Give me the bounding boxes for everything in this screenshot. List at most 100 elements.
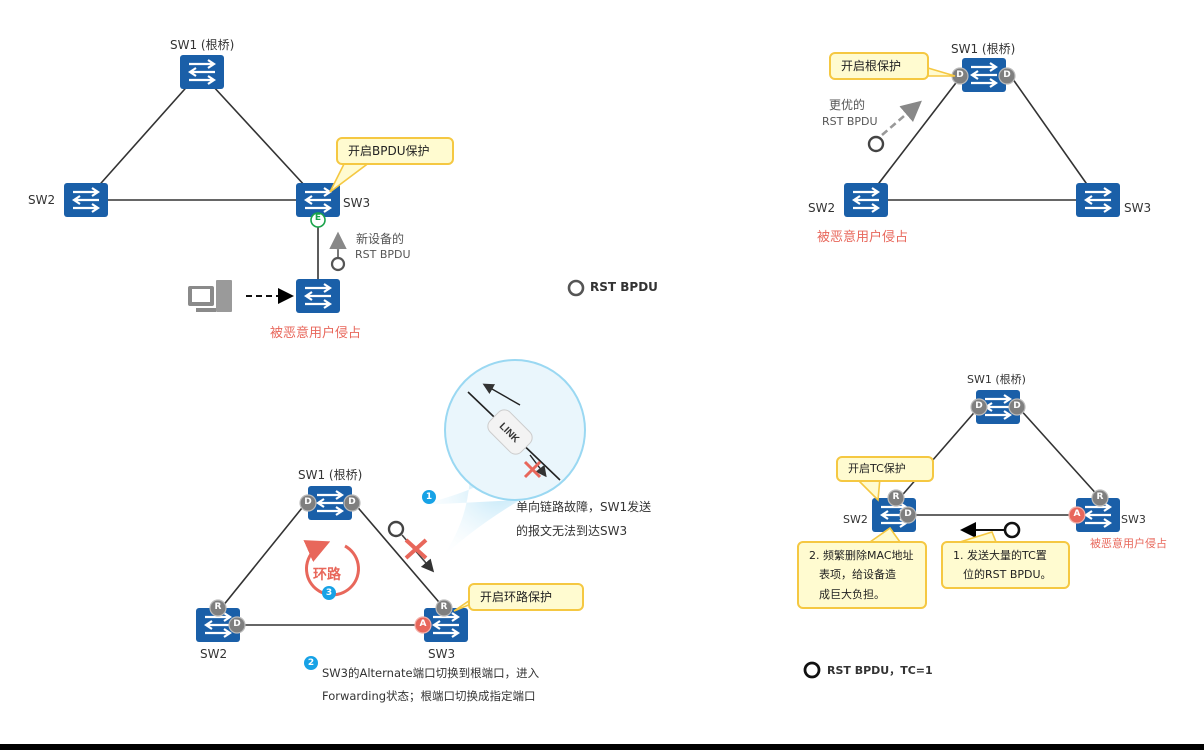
port-d-label: D	[1013, 401, 1021, 411]
sw1-label: SW1 (根桥)	[967, 373, 1026, 386]
bpdu-note-line1: 更优的	[829, 98, 866, 112]
note2-line3: 成巨大负担。	[819, 587, 885, 601]
sw1-label: SW1 (根桥)	[951, 42, 1016, 56]
port-r-label: R	[214, 602, 222, 612]
step-2-badge: 2	[304, 656, 318, 670]
port-d-icon	[998, 67, 1016, 85]
port-r-label: R	[892, 492, 900, 502]
bpdu-note-line1: 新设备的	[356, 232, 405, 246]
switch-icon-sw2	[842, 181, 890, 219]
sw3-label: SW3	[1121, 513, 1146, 526]
link-sw1-sw3	[1017, 406, 1101, 499]
port-d-icon	[343, 494, 361, 512]
note2-line2: 表项，给设备造	[819, 568, 896, 582]
port-d-label: D	[304, 497, 312, 507]
sw3-label: SW3	[1124, 201, 1152, 215]
port-d-label: D	[975, 401, 983, 411]
rst-bpdu-icon	[330, 256, 346, 272]
link-sw1-sw2	[217, 502, 307, 613]
step1-line2: 的报文无法到达SW3	[516, 524, 628, 538]
port-a-icon	[1068, 506, 1086, 524]
rst-bpdu-icon	[387, 520, 405, 538]
sw2-label: SW2	[28, 193, 56, 207]
sw1-label: SW1 (根桥)	[170, 38, 235, 52]
bpdu-note-line2: RST BPDU	[355, 248, 411, 261]
step2-note: SW3的Alternate端口切换到根端口，进入 Forwarding状态；根端…	[322, 662, 539, 708]
note1-line1: 1. 发送大量的TC置	[953, 549, 1047, 562]
port-r-label: R	[1096, 492, 1104, 502]
link-sw1-sw3	[353, 502, 445, 609]
port-a-icon	[414, 616, 432, 634]
sw3-label: SW3	[428, 647, 456, 661]
panel-root-protection	[842, 56, 1122, 219]
port-d-label: D	[956, 70, 964, 80]
callout-pointer	[329, 161, 373, 193]
zoom-beam	[420, 470, 520, 560]
port-d-label: D	[1003, 70, 1011, 80]
step2-line2: Forwarding状态；根端口切换成指定端口	[322, 689, 536, 703]
attacker-label: 被恶意用户侵占	[1090, 537, 1167, 550]
step-1-badge: 1	[422, 490, 436, 504]
link-sw1-sw3	[1009, 74, 1099, 201]
sw2-label: SW2	[200, 647, 228, 661]
port-r-icon	[209, 599, 227, 617]
step1-note: 单向链路故障，SW1发送 的报文无法到达SW3	[516, 495, 651, 543]
port-d-label: D	[904, 509, 912, 519]
mac-flush-note: 2. 频繁删除MAC地址 表项，给设备造 成巨大负担。	[797, 541, 927, 609]
port-d-icon	[899, 506, 917, 524]
port-d-icon	[970, 398, 988, 416]
switch-icon-sw2	[62, 181, 110, 219]
panel-tc-protection	[803, 388, 1122, 679]
port-a-label: A	[1073, 509, 1081, 519]
rst-bpdu-tc-icon	[1003, 521, 1021, 539]
port-d-icon	[1008, 398, 1026, 416]
failure-x-icon	[523, 460, 542, 479]
attacker-label: 被恶意用户侵占	[817, 230, 909, 245]
switch-icon-attacked	[294, 277, 342, 315]
port-a-label: A	[419, 619, 427, 629]
legend-rst-bpdu-tc: RST BPDU，TC=1	[827, 664, 933, 677]
pc-icon	[188, 280, 232, 312]
step2-line1: SW3的Alternate端口切换到根端口，进入	[322, 666, 540, 680]
switch-icon-sw1	[178, 53, 226, 91]
port-r-icon	[435, 599, 453, 617]
note2-line1: 2. 频繁删除MAC地址	[809, 549, 914, 562]
attacker-label: 被恶意用户侵占	[270, 326, 362, 341]
port-r-label: R	[440, 602, 448, 612]
link-sw1-sw2	[85, 71, 201, 201]
rst-bpdu-icon	[867, 135, 885, 153]
port-d-label: D	[233, 619, 241, 629]
tc-protection-callout: 开启TC保护	[836, 456, 934, 482]
loop-protection-callout: 开启环路保护	[468, 583, 584, 611]
bpdu-arrow-icon	[881, 100, 922, 136]
link-sw1-sw2	[865, 74, 963, 201]
link-cylinder-icon: LINK	[487, 409, 533, 455]
link-sw1-sw2	[897, 406, 980, 501]
panel-loop-protection: LINK	[194, 359, 586, 644]
loop-label: 环路	[313, 567, 341, 583]
legend-bpdu-icon	[567, 279, 585, 297]
step1-line1: 单向链路故障，SW1发送	[516, 500, 652, 514]
port-d-icon	[228, 616, 246, 634]
port-r-icon	[1091, 489, 1109, 507]
bottom-bar	[0, 744, 1204, 750]
callout-pointer	[927, 66, 956, 77]
note1-line2: 位的RST BPDU。	[963, 568, 1052, 582]
step-3-badge: 3	[322, 586, 336, 600]
port-d-icon	[299, 494, 317, 512]
bpdu-protection-callout: 开启BPDU保护	[336, 137, 454, 165]
legend-bpdu-tc-icon	[803, 661, 821, 679]
blocked-x-icon	[404, 538, 428, 560]
bpdu-note-line2: RST BPDU	[822, 115, 878, 128]
panel-bpdu-protection	[62, 53, 585, 315]
port-r-icon	[887, 489, 905, 507]
sw2-label: SW2	[843, 513, 868, 526]
link-sw1-sw3	[199, 71, 319, 201]
edge-port-icon	[310, 212, 326, 228]
edge-port-label: E	[314, 213, 322, 223]
root-protection-callout: 开启根保护	[829, 52, 929, 80]
sw3-label: SW3	[343, 196, 371, 210]
legend-rst-bpdu: RST BPDU	[590, 280, 658, 294]
